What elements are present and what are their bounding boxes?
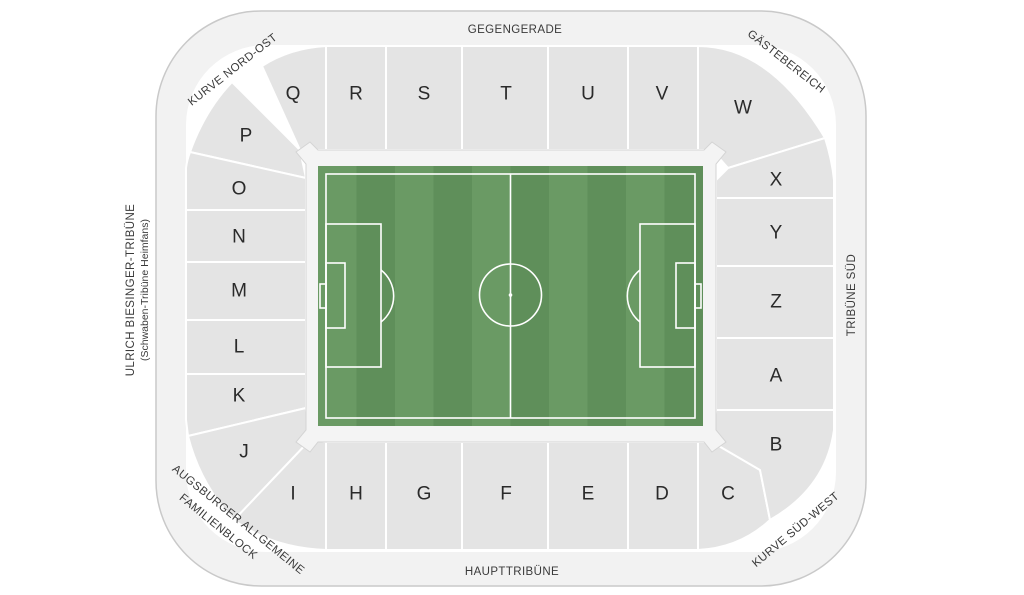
block-R[interactable] (325, 45, 387, 151)
pitch-stripe (395, 166, 434, 426)
stand-label-biesinger: ULRICH BIESINGER-TRIBÜNE (125, 204, 137, 377)
pitch-stripe (318, 166, 357, 426)
block-D[interactable] (627, 441, 699, 551)
block-Z[interactable] (715, 265, 835, 339)
block-T[interactable] (461, 45, 549, 151)
block-F[interactable] (461, 441, 549, 551)
block-L[interactable] (185, 319, 307, 375)
stand-sublabel-biesinger: (Schwaben-Tribüne Heimfans) (139, 219, 151, 361)
block-Y[interactable] (715, 197, 835, 267)
pitch-stripe (356, 166, 396, 426)
pitch-stripe (626, 166, 665, 426)
block-S[interactable] (385, 45, 463, 151)
stand-label-tribune-sud: TRIBÜNE SÜD (846, 254, 858, 336)
block-B[interactable] (710, 409, 835, 522)
block-N[interactable] (185, 209, 307, 263)
pitch-stripe (549, 166, 588, 426)
block-M[interactable] (185, 261, 307, 321)
block-H[interactable] (325, 441, 387, 551)
pitch-stripe (510, 166, 550, 426)
pitch-stripe (664, 166, 703, 426)
block-U[interactable] (547, 45, 629, 151)
block-E[interactable] (547, 441, 629, 551)
pitch-stripe (433, 166, 473, 426)
block-G[interactable] (385, 441, 463, 551)
block-V[interactable] (627, 45, 699, 151)
stand-label-haupttribune: HAUPTTRIBÜNE (465, 566, 559, 578)
block-A[interactable] (715, 337, 835, 411)
stand-label-gegengerade: GEGENGERADE (468, 24, 563, 36)
block-X[interactable] (715, 136, 835, 199)
pitch-stripe (472, 166, 511, 426)
pitch (318, 166, 703, 426)
pitch-stripe (587, 166, 627, 426)
